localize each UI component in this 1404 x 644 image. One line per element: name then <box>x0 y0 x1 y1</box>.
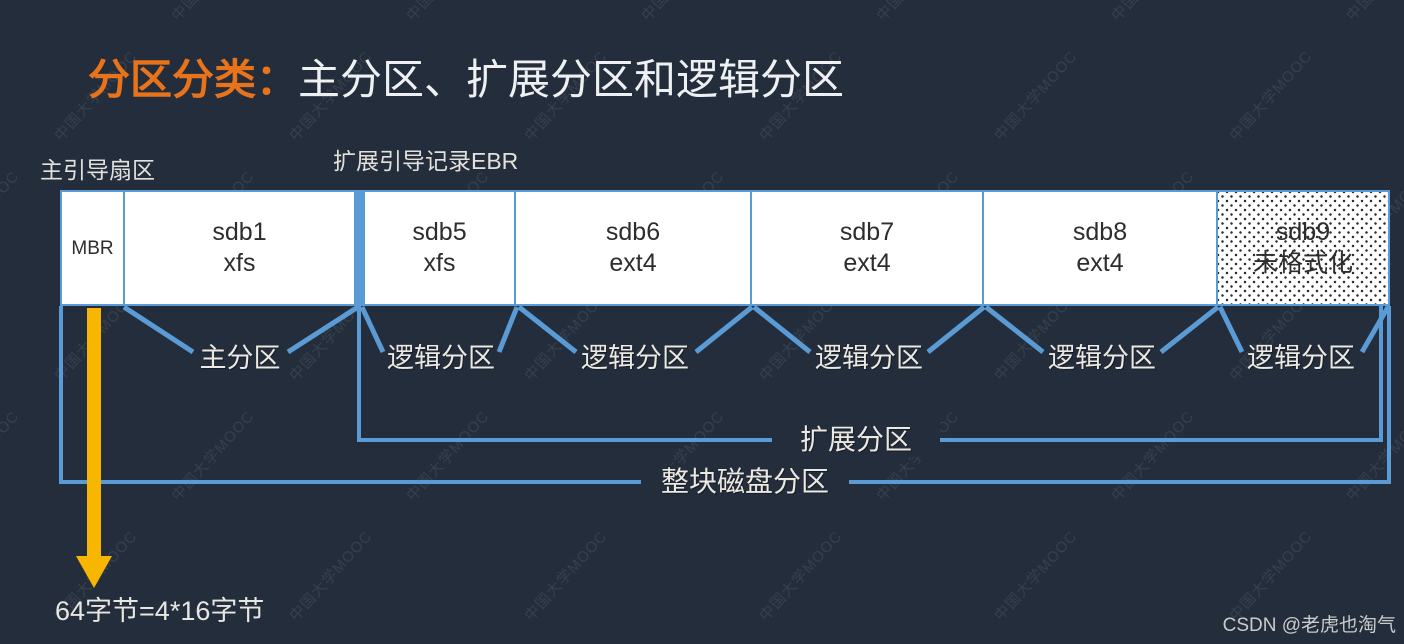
partition-divider <box>750 192 752 304</box>
partition-name: sdb7 <box>839 218 895 246</box>
watermark-text: 中国大学MOOC <box>521 527 611 625</box>
watermark-text: 中国大学MOOC <box>0 167 23 265</box>
partition-fs: ext4 <box>843 249 891 277</box>
watermark-text: 中国大学MOOC <box>636 0 728 25</box>
title-highlight: 分区分类： <box>88 56 299 103</box>
whole-disk-bracket <box>59 306 1391 484</box>
watermark-text: 中国大学MOOC <box>871 0 963 25</box>
partition-box-sdb1: sdb1 xfs <box>125 192 354 304</box>
watermark-text: 中国大学MOOC <box>166 0 258 25</box>
partition-divider <box>1216 192 1218 304</box>
extended-boot-record-label: 扩展引导记录EBR <box>333 148 519 174</box>
partition-fs: ext4 <box>1076 249 1124 277</box>
type-label-logical: 逻辑分区 <box>1048 343 1156 373</box>
partition-box-sdb8: sdb8 ext4 <box>984 192 1216 304</box>
type-label-logical: 逻辑分区 <box>581 343 689 373</box>
partition-box-sdb9: sdb9 未格式化 <box>1218 192 1388 304</box>
partition-name: sdb5 <box>412 218 467 246</box>
partition-name: sdb1 <box>212 218 267 246</box>
watermark-text: 中国大学MOOC <box>991 527 1081 625</box>
extended-partition-label: 扩展分区 <box>771 423 941 457</box>
credit-watermark: CSDN @老虎也淘气 <box>1222 615 1396 636</box>
type-label-logical: 逻辑分区 <box>815 343 923 373</box>
partition-box-sdb5: sdb5 xfs <box>365 192 514 304</box>
page-title: 分区分类：主分区、扩展分区和逻辑分区 <box>88 56 844 104</box>
partition-fs: 未格式化 <box>1252 249 1353 277</box>
watermark-text: 中国大学MOOC <box>1341 0 1404 25</box>
partition-divider <box>514 192 516 304</box>
partition-name: sdb9 <box>1275 218 1331 246</box>
partition-divider <box>982 192 984 304</box>
disk-partition-bar: MBR sdb1 xfs sdb5 xfs sdb6 ext4 sdb7 ext… <box>60 190 1390 306</box>
watermark-text: 中国大学MOOC <box>168 407 258 505</box>
watermark-text: 中国大学MOOC <box>1226 47 1316 145</box>
ebr-marker <box>354 192 365 304</box>
type-label-primary: 主分区 <box>199 343 281 373</box>
watermark-text: 中国大学MOOC <box>0 0 24 25</box>
master-boot-sector-label: 主引导扇区 <box>40 157 155 183</box>
watermark-text: 中国大学MOOC <box>991 47 1081 145</box>
type-label-logical: 逻辑分区 <box>387 343 495 373</box>
partition-divider <box>123 192 125 304</box>
whole-disk-partition-label: 整块磁盘分区 <box>640 465 850 499</box>
partition-name: sdb6 <box>605 218 661 246</box>
watermark-text: 中国大学MOOC <box>1106 0 1198 25</box>
watermark-text: 中国大学MOOC <box>756 527 846 625</box>
watermark-text: 中国大学MOOC <box>286 527 376 625</box>
watermark-text: 中国大学MOOC <box>401 0 493 25</box>
watermark-text: 中国大学MOOC <box>1343 407 1404 505</box>
partition-name: MBR <box>71 237 114 259</box>
partition-name: sdb8 <box>1072 218 1128 246</box>
title-rest: 主分区、扩展分区和逻辑分区 <box>298 56 845 103</box>
partition-box-mbr: MBR <box>62 192 123 304</box>
mbr-bytes-note: 64字节=4*16字节 <box>55 596 265 626</box>
partition-box-sdb7: sdb7 ext4 <box>752 192 982 304</box>
type-label-logical: 逻辑分区 <box>1247 343 1355 373</box>
watermark-text: 中国大学MOOC <box>403 407 493 505</box>
watermark-text: 中国大学MOOC <box>1108 407 1198 505</box>
mbr-64byte-arrow-icon <box>76 308 112 588</box>
partition-box-sdb6: sdb6 ext4 <box>516 192 750 304</box>
partition-fs: xfs <box>223 249 256 277</box>
partition-fs: xfs <box>423 249 456 277</box>
watermark-text: 中国大学MOOC <box>0 407 23 505</box>
partition-fs: ext4 <box>609 249 657 277</box>
